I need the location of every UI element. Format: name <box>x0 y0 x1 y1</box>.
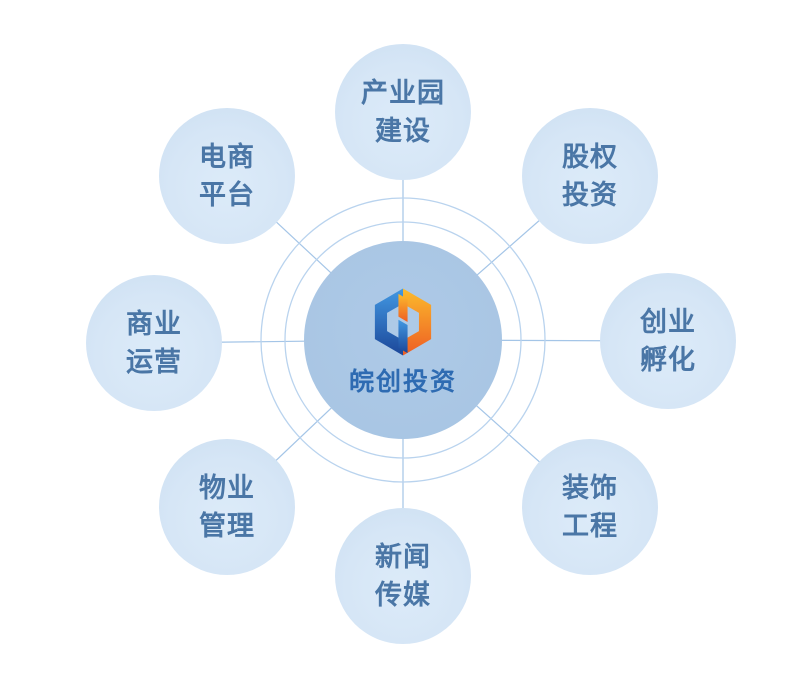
inner-orbit-ring <box>284 221 522 459</box>
node-business-operations: 商业运营 <box>86 275 222 411</box>
node-label: 物业管理 <box>199 473 255 541</box>
node-label: 装饰工程 <box>562 473 618 541</box>
node-label: 股权投资 <box>562 142 618 210</box>
node-equity-investment: 股权投资 <box>522 108 658 244</box>
node-ecommerce-platform: 电商平台 <box>159 108 295 244</box>
node-news-media: 新闻传媒 <box>335 508 471 644</box>
node-startup-incubation: 创业孵化 <box>600 273 736 409</box>
center-node-label: 皖创投资 <box>348 368 457 396</box>
node-label: 商业运营 <box>126 309 182 377</box>
outer-orbit-ring <box>260 197 546 483</box>
node-decoration-engineering: 装饰工程 <box>522 439 658 575</box>
node-label: 产业园建设 <box>361 78 445 146</box>
center-node-wanchuang-investment: 皖创投资 <box>304 241 502 439</box>
cube-logo-icon <box>374 288 432 356</box>
node-industrial-park-construction: 产业园建设 <box>335 44 471 180</box>
node-property-management: 物业管理 <box>159 439 295 575</box>
node-label: 新闻传媒 <box>375 542 431 610</box>
node-label: 创业孵化 <box>640 307 696 375</box>
node-label: 电商平台 <box>199 142 255 210</box>
